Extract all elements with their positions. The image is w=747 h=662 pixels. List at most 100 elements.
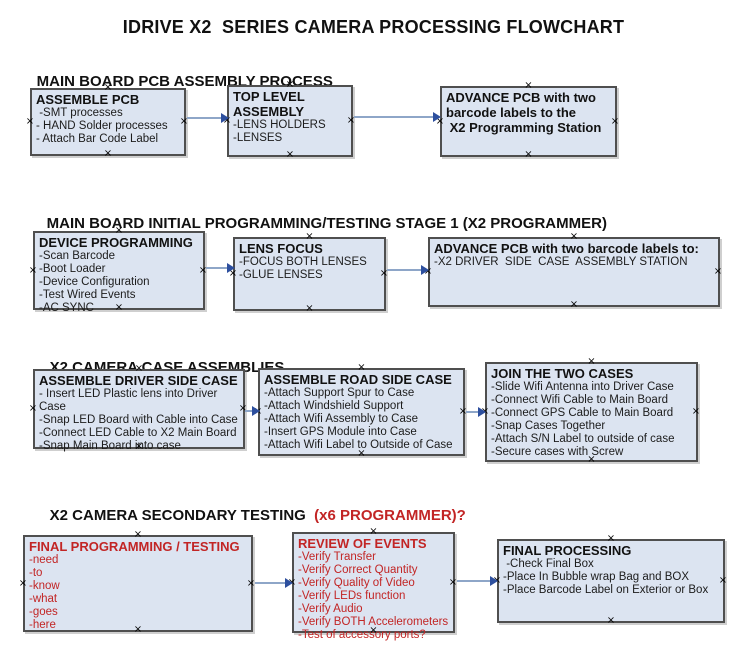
connection-point-marker: × bbox=[569, 231, 579, 242]
box-item: -Attach Wifi Assembly to Case bbox=[264, 413, 419, 425]
box-assemble-road-side-case: ASSEMBLE ROAD SIDE CASE -Attach Support … bbox=[254, 363, 468, 459]
arrow-line bbox=[466, 411, 480, 413]
box-item: -Secure cases with Screw bbox=[491, 446, 624, 458]
connection-point-marker: × bbox=[18, 577, 28, 589]
box-item: -Verify BOTH Accelerometers bbox=[298, 616, 449, 628]
connection-point-marker: × bbox=[246, 577, 256, 589]
connection-point-marker: × bbox=[114, 225, 124, 236]
box-item: -Connect Wifi Cable to Main Board bbox=[491, 394, 669, 406]
connection-point-marker: × bbox=[198, 264, 208, 276]
connection-point-marker: × bbox=[691, 406, 701, 417]
connection-point-marker: × bbox=[238, 403, 248, 414]
arrow-line bbox=[387, 269, 423, 271]
connection-point-marker: × bbox=[133, 624, 143, 635]
connection-point-marker: × bbox=[133, 529, 143, 540]
box-item: -Place In Bubble wrap Bag and BOX bbox=[503, 571, 690, 583]
connection-point-marker: × bbox=[458, 406, 468, 417]
box-title: ADVANCE PCB with two barcode labels to t… bbox=[446, 90, 602, 135]
connection-point-marker: × bbox=[114, 302, 124, 313]
box-title: TOP LEVEL ASSEMBLY bbox=[233, 89, 308, 119]
box-item: -what bbox=[29, 593, 58, 605]
box-item: -AC SYNC bbox=[39, 302, 94, 314]
box-item: -Snap LED Board with Cable into Case bbox=[39, 414, 238, 426]
box-assemble-pcb: ASSEMBLE PCB -SMT processes - HAND Solde… bbox=[26, 83, 188, 159]
box-item: -Test Wired Events bbox=[39, 289, 136, 301]
connection-point-marker: × bbox=[569, 299, 579, 310]
section-header-red-note: (x6 PROGRAMMER)? bbox=[305, 507, 466, 524]
box-item: -X2 DRIVER SIDE CASE ASSEMBLY STATION bbox=[434, 256, 688, 268]
connection-point-marker: × bbox=[285, 149, 295, 160]
box-item: -to bbox=[29, 567, 43, 579]
box-item: -Attach Wifi Label to Outside of Case bbox=[264, 439, 453, 451]
box-item: -Connect LED Cable to X2 Main Board bbox=[39, 427, 237, 439]
arrow-line bbox=[187, 117, 223, 119]
box-item: -LENS HOLDERS bbox=[233, 119, 326, 131]
connection-point-marker: × bbox=[448, 576, 458, 588]
box-item: -LENSES bbox=[233, 132, 283, 144]
box-item: -Snap Main Board into case bbox=[39, 440, 181, 452]
box-item: -goes bbox=[29, 606, 58, 618]
arrow-head-icon bbox=[421, 265, 429, 275]
box-item: - HAND Solder processes bbox=[36, 120, 168, 132]
box-item: -Attach Windshield Support bbox=[264, 400, 404, 412]
box-item: -Verify Audio bbox=[298, 603, 363, 615]
connection-point-marker: × bbox=[103, 148, 113, 159]
box-review-of-events: REVIEW OF EVENTS -Verify Transfer -Verif… bbox=[288, 527, 458, 642]
connection-point-marker: × bbox=[587, 454, 596, 465]
connection-point-marker: × bbox=[606, 615, 616, 626]
box-item: -need bbox=[29, 554, 59, 566]
box-item: -Slide Wifi Antenna into Driver Case bbox=[491, 381, 674, 393]
box-item: -Attach S/N Label to outside of case bbox=[491, 433, 675, 445]
box-title: ASSEMBLE DRIVER SIDE CASE bbox=[39, 373, 238, 388]
connection-point-marker: × bbox=[25, 116, 35, 127]
box-item: -GLUE LENSES bbox=[239, 269, 323, 281]
connection-point-marker: × bbox=[346, 115, 356, 126]
box-item: -Snap Cases Together bbox=[491, 420, 606, 432]
arrow-line bbox=[255, 582, 287, 584]
arrow-line bbox=[457, 580, 492, 582]
arrow-line bbox=[354, 116, 435, 118]
connection-point-marker: × bbox=[28, 264, 38, 276]
box-item: -Boot Loader bbox=[39, 263, 106, 275]
box-title: LENS FOCUS bbox=[239, 241, 323, 256]
connection-point-marker: × bbox=[524, 80, 533, 91]
connection-point-marker: × bbox=[28, 403, 38, 414]
box-join-the-two-cases: JOIN THE TWO CASES -Slide Wifi Antenna i… bbox=[481, 357, 701, 465]
box-item: - Attach Bar Code Label bbox=[36, 133, 159, 145]
arrow-head-icon bbox=[490, 576, 498, 586]
box-item: -FOCUS BOTH LENSES bbox=[239, 256, 367, 268]
box-title: JOIN THE TWO CASES bbox=[491, 366, 634, 381]
connection-point-marker: × bbox=[357, 448, 366, 459]
connection-point-marker: × bbox=[606, 533, 616, 544]
box-item: -Verify Transfer bbox=[298, 551, 376, 563]
connection-point-marker: × bbox=[357, 362, 366, 373]
connection-point-marker: × bbox=[305, 231, 314, 242]
box-item: -Insert GPS Module into Case bbox=[264, 426, 417, 438]
section-header-secondary-testing: X2 CAMERA SECONDARY TESTING (x6 PROGRAMM… bbox=[49, 507, 466, 524]
arrow-head-icon bbox=[478, 407, 486, 417]
arrow-head-icon bbox=[285, 578, 293, 588]
box-item: -know bbox=[29, 580, 60, 592]
box-title: ASSEMBLE PCB bbox=[36, 92, 140, 107]
box-item: -Attach Support Spur to Case bbox=[264, 387, 415, 399]
connection-point-marker: × bbox=[379, 268, 389, 279]
box-item: - Insert LED Plastic lens into Driver Ca… bbox=[39, 388, 221, 413]
section-header-initial-programming: MAIN BOARD INITIAL PROGRAMMING/TESTING S… bbox=[46, 215, 607, 232]
box-item: -Verify LEDs function bbox=[298, 590, 406, 602]
box-item: -Connect GPS Cable to Main Board bbox=[491, 407, 674, 419]
connection-point-marker: × bbox=[369, 526, 378, 537]
arrow-head-icon bbox=[221, 113, 229, 123]
box-title: FINAL PROCESSING bbox=[503, 543, 632, 558]
arrow-head-icon bbox=[433, 112, 441, 122]
box-advance-pcb-programming-station: ADVANCE PCB with two barcode labels to t… bbox=[436, 81, 619, 160]
box-device-programming: DEVICE PROGRAMMING -Scan Barcode -Boot L… bbox=[29, 226, 208, 315]
connection-point-marker: × bbox=[713, 266, 723, 277]
connection-point-marker: × bbox=[103, 82, 113, 93]
box-item: -SMT processes bbox=[36, 107, 123, 119]
box-item: -Device Configuration bbox=[39, 276, 150, 288]
arrow-head-icon bbox=[227, 263, 235, 273]
box-final-processing: FINAL PROCESSING -Check Final Box -Place… bbox=[493, 534, 727, 626]
box-top-level-assembly: TOP LEVEL ASSEMBLY -LENS HOLDERS -LENSES… bbox=[223, 80, 356, 160]
box-assemble-driver-side-case: ASSEMBLE DRIVER SIDE CASE - Insert LED P… bbox=[29, 364, 248, 453]
